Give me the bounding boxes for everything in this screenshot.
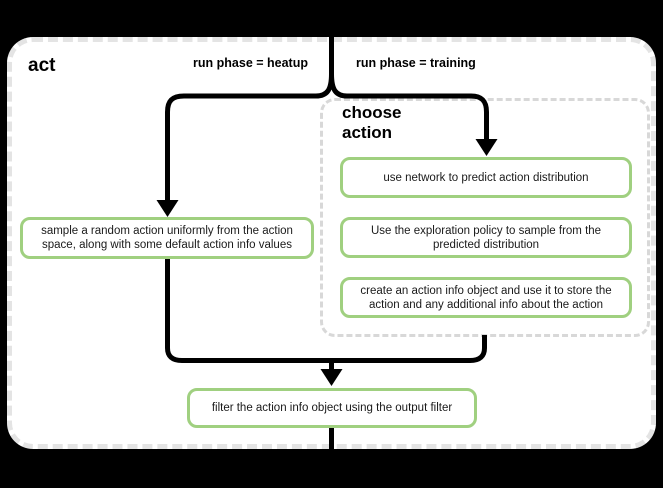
node-predict-distribution: use network to predict action distributi… bbox=[340, 157, 632, 198]
branch-label-training: run phase = training bbox=[356, 56, 476, 70]
group-title: choose action bbox=[342, 103, 402, 142]
node-exploration-policy: Use the exploration policy to sample fro… bbox=[340, 217, 632, 258]
node-sample-random-action: sample a random action uniformly from th… bbox=[20, 217, 314, 259]
node-output-filter: filter the action info object using the … bbox=[187, 388, 477, 428]
panel-title: act bbox=[28, 55, 56, 76]
node-create-action-info: create an action info object and use it … bbox=[340, 277, 632, 318]
branch-label-heatup: run phase = heatup bbox=[193, 56, 308, 70]
